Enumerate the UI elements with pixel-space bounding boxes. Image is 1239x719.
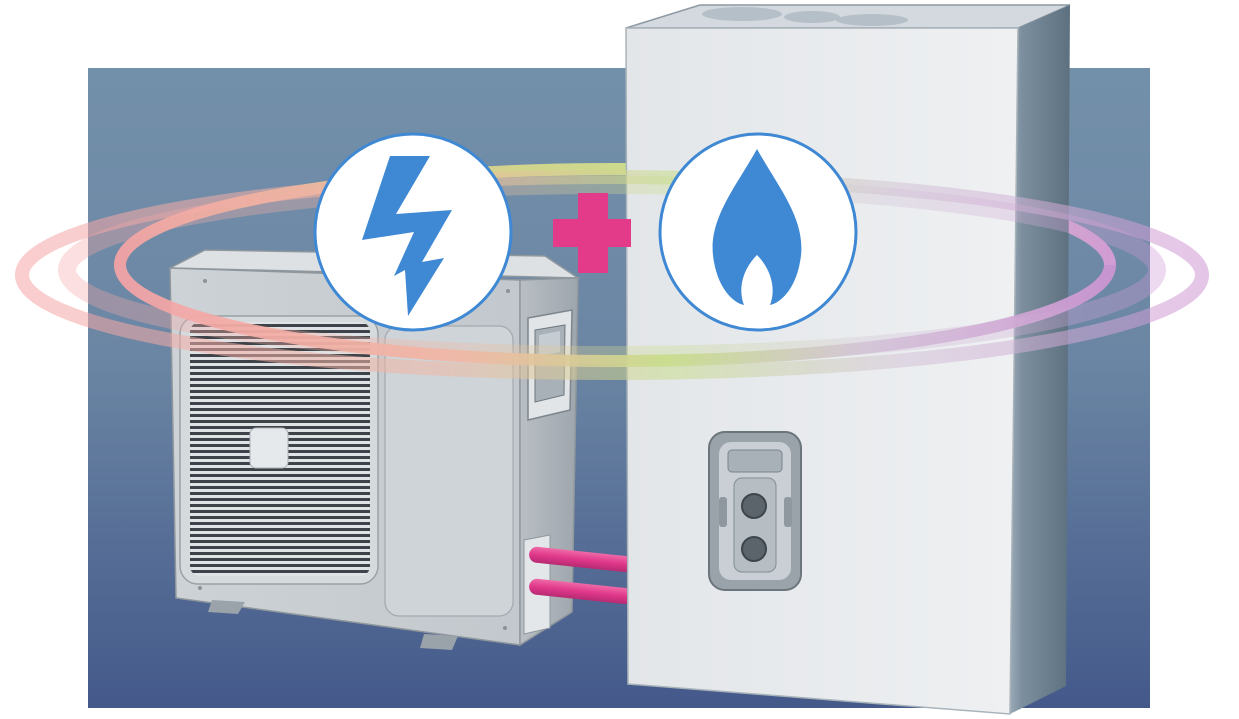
connection-pipes — [529, 546, 633, 604]
gas-flame-icon — [658, 132, 858, 332]
fan-cap — [249, 427, 289, 469]
plus-icon — [553, 193, 631, 273]
boiler-control-panel — [708, 431, 802, 591]
boiler-knob-upper — [741, 493, 767, 519]
energy-ring-front — [15, 170, 1209, 380]
boiler-knob-lower — [741, 536, 767, 562]
lightning-bolt-icon — [313, 132, 513, 332]
